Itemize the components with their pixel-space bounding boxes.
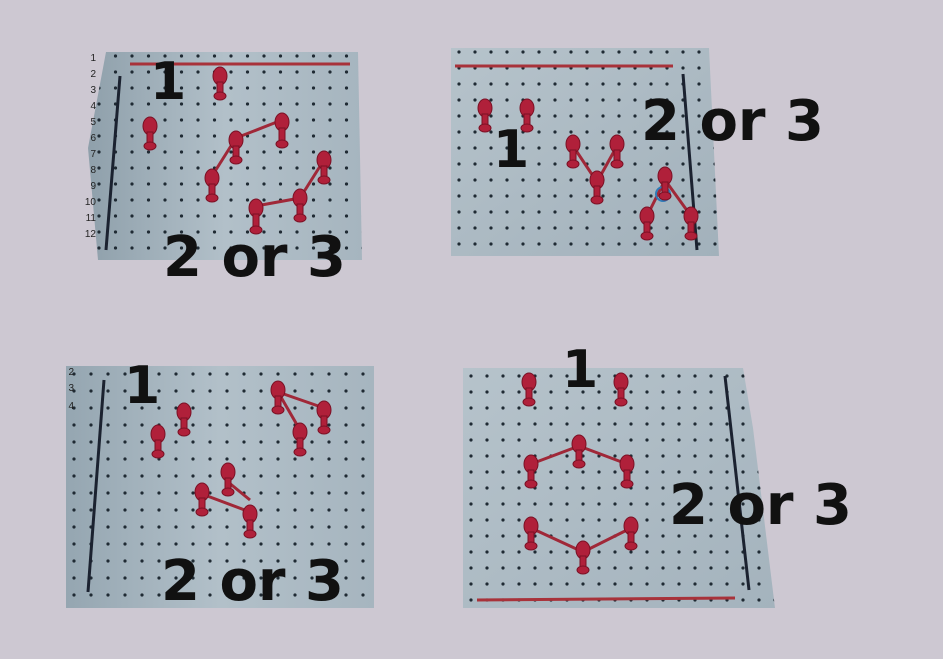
- row-number: 3: [68, 383, 74, 394]
- row-number: 12: [84, 229, 96, 240]
- label-two-or-three: 2 or 3: [669, 473, 853, 538]
- pegs: [142, 66, 332, 235]
- black-line: [104, 75, 122, 251]
- label-two-or-three: 2 or 3: [641, 89, 825, 154]
- label-two-or-three: 2 or 3: [161, 549, 345, 614]
- pegs: [150, 380, 332, 539]
- label-two-or-three: 2 or 3: [163, 225, 347, 290]
- row-number: 3: [90, 85, 96, 96]
- label-one: 1: [124, 356, 161, 416]
- row-number: 11: [85, 213, 96, 224]
- pegboard-photo-3: 2 3 4: [66, 366, 374, 608]
- pegs: [521, 372, 639, 575]
- row-number: 5: [90, 117, 96, 128]
- row-number: 2: [90, 69, 96, 80]
- label-one: 1: [150, 52, 187, 112]
- row-number: 4: [68, 401, 74, 412]
- pegboard-2-drawing: [451, 48, 719, 256]
- pegboard-3-drawing: [66, 366, 374, 608]
- pegboard-1-drawing: [88, 52, 362, 260]
- pegboard-4-drawing: [463, 368, 775, 608]
- pegboard-photo-4: [463, 368, 775, 608]
- row-number: 2: [68, 367, 74, 378]
- black-line: [86, 379, 106, 593]
- row-number: 7: [90, 149, 96, 160]
- row-number: 8: [90, 165, 96, 176]
- row-number: 9: [90, 181, 96, 192]
- row-number: 6: [90, 133, 96, 144]
- pegboard-photo-2: [451, 44, 721, 256]
- row-number: 4: [90, 101, 96, 112]
- black-line: [723, 375, 751, 591]
- pegboard-photo-1: 1 2 3 4 5 6 7 8 9 10 11 12: [58, 48, 366, 260]
- row-number: 1: [90, 53, 96, 64]
- label-one: 1: [562, 340, 599, 400]
- red-line: [476, 596, 736, 602]
- pegs: [477, 98, 699, 241]
- row-number: 10: [84, 197, 96, 208]
- label-one: 1: [493, 120, 530, 180]
